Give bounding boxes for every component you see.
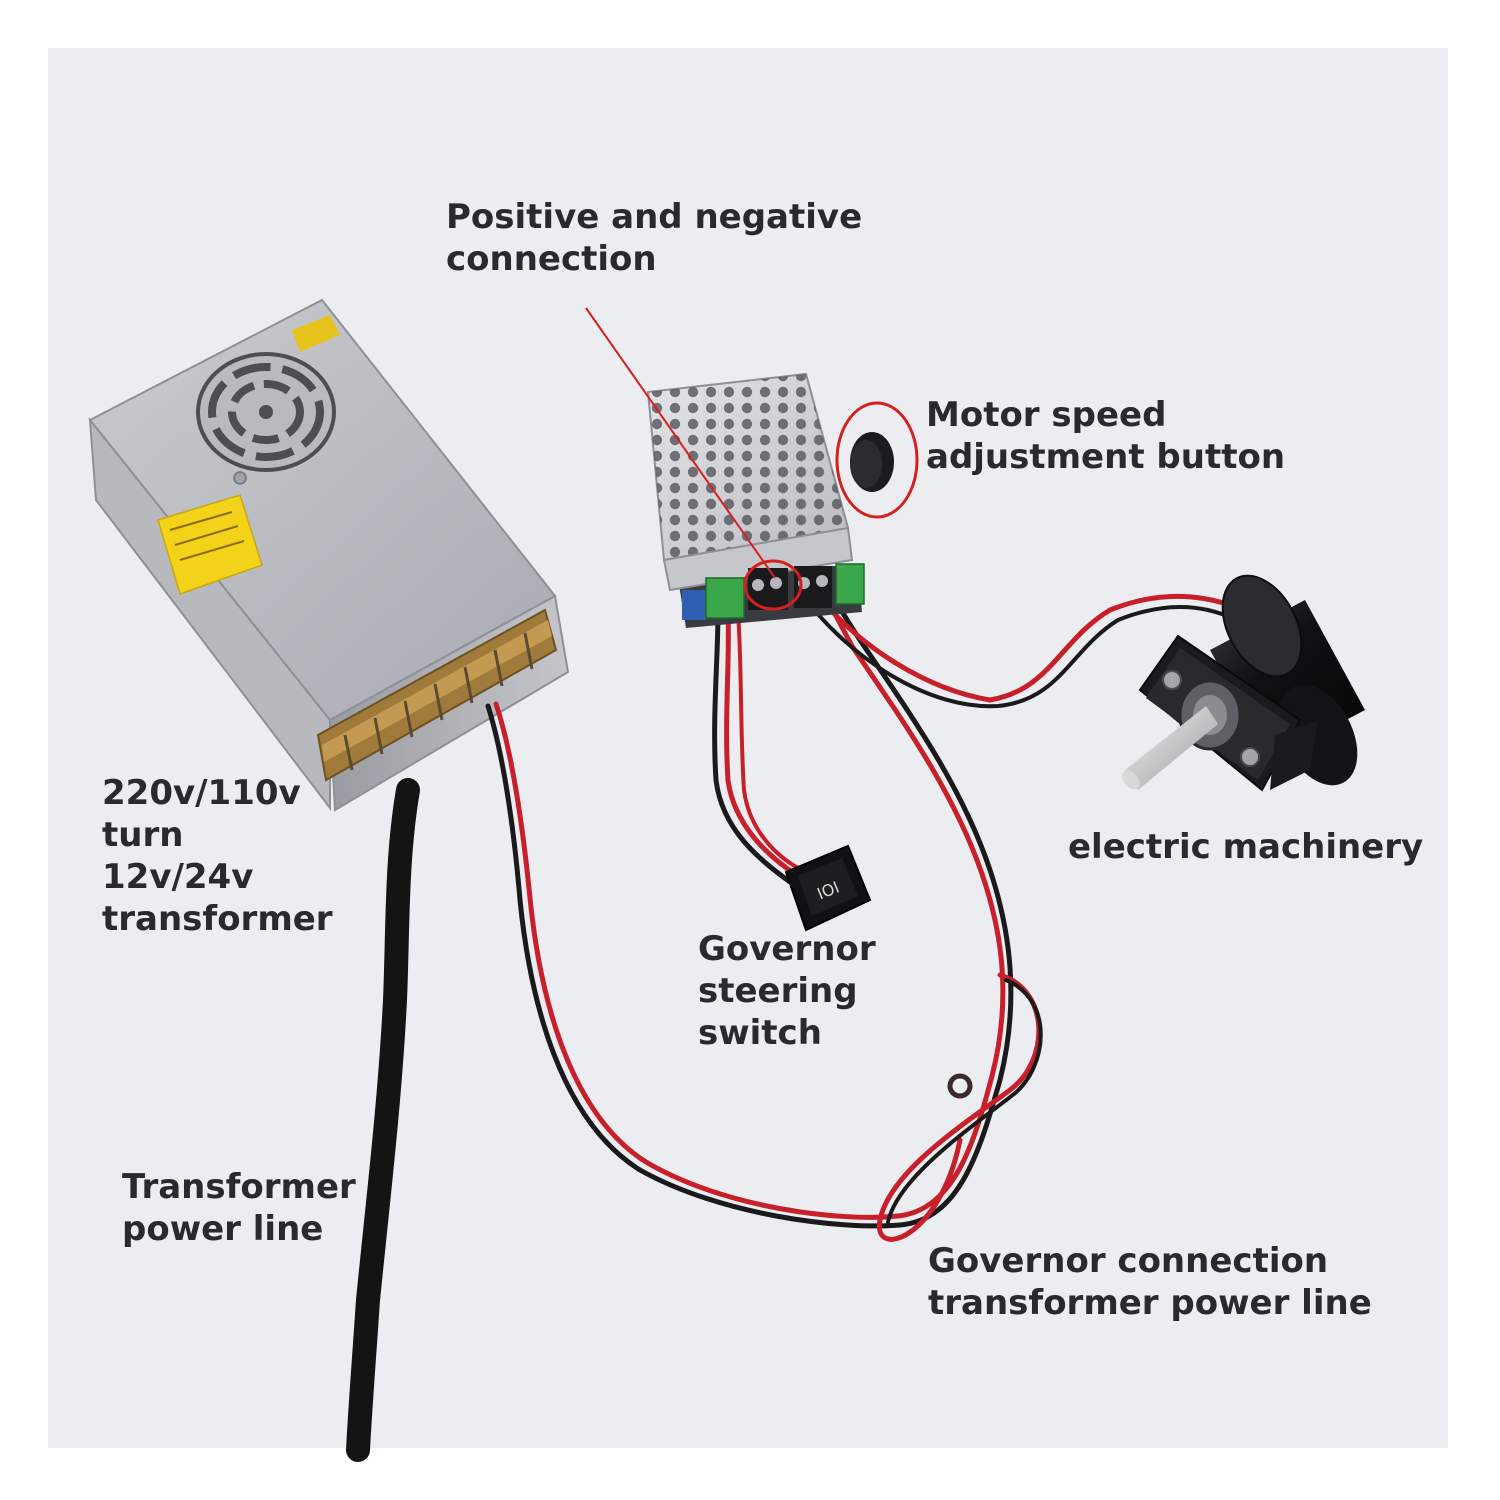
label-line: transformer power line [928, 1283, 1372, 1323]
label-transformer-power-line: Transformer power line [122, 1166, 356, 1250]
annotation-markers [585, 307, 919, 611]
label-line: Governor connection [928, 1241, 1329, 1281]
label-line: 220v/110v [102, 773, 301, 813]
label-positive-negative: Positive and negative connection [446, 196, 862, 280]
label-line: Transformer [122, 1167, 356, 1207]
label-electric-machinery: electric machinery [1068, 826, 1423, 868]
wires [346, 582, 1234, 1462]
label-line: connection [446, 239, 657, 279]
terminal-highlight-circle [743, 559, 803, 611]
knob-highlight-circle [835, 401, 919, 519]
label-line: Governor [698, 929, 876, 969]
label-line: switch [698, 1013, 822, 1053]
pointer-line [585, 307, 776, 579]
fan-icon [196, 352, 336, 472]
label-motor-speed: Motor speed adjustment button [926, 394, 1285, 478]
label-line: adjustment button [926, 437, 1286, 477]
label-line: Motor speed [926, 395, 1167, 435]
label-line: steering [698, 971, 858, 1011]
label-line: Positive and negative [446, 197, 863, 237]
label-line: turn [102, 815, 184, 855]
label-line: transformer [102, 899, 333, 939]
label-line: electric machinery [1068, 827, 1424, 867]
label-governor-switch: Governor steering switch [698, 928, 876, 1054]
label-governor-connection: Governor connection transformer power li… [928, 1240, 1372, 1324]
knob-icon[interactable] [850, 432, 894, 492]
switch-icon[interactable]: IOI [784, 844, 872, 932]
label-transformer: 220v/110v turn 12v/24v transformer [102, 772, 333, 940]
motor-icon [1122, 574, 1365, 792]
label-line: 12v/24v [102, 857, 254, 897]
governor-module [646, 372, 865, 628]
label-line: power line [122, 1209, 324, 1249]
